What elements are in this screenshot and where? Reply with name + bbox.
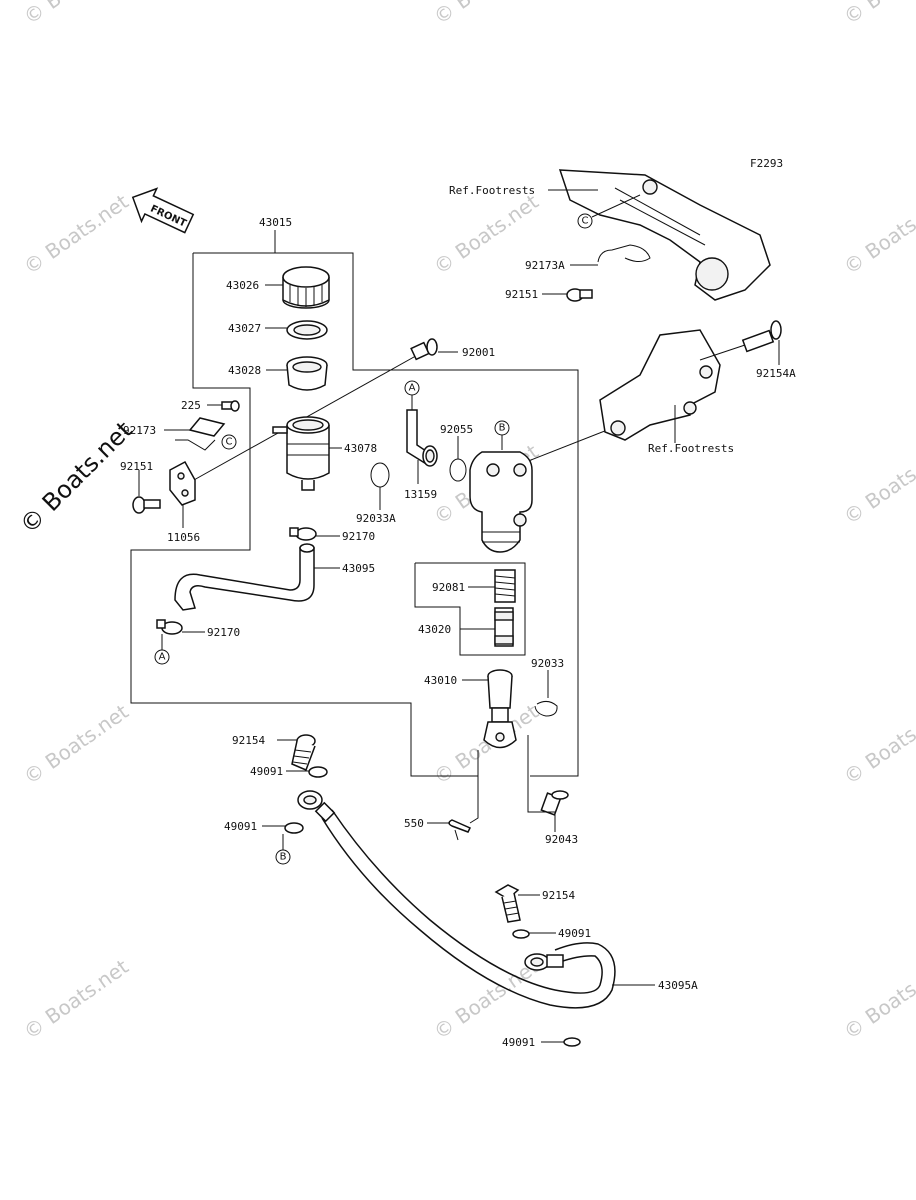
part-label-92170-lower: 92170 <box>207 626 240 639</box>
frame-footrest-bracket-lower <box>599 329 721 441</box>
part-label-550: 550 <box>404 817 424 830</box>
reservoir-body <box>272 416 330 491</box>
svg-text:© Boats.net: © Boats.net <box>839 954 916 1044</box>
front-arrow-icon: FRONT <box>131 187 195 234</box>
part-label-43015: 43015 <box>259 216 292 229</box>
part-label-92033A: 92033A <box>356 512 396 525</box>
circlip-92033 <box>534 700 558 717</box>
banjo-bolt-92154-lower <box>494 884 521 923</box>
part-label-43078: 43078 <box>344 442 377 455</box>
svg-text:© Boats.net: © Boats.net <box>19 699 133 789</box>
callout-c-right: C <box>577 213 593 229</box>
diaphragm-plate <box>286 320 328 340</box>
part-label-49091-4: 49091 <box>502 1036 535 1049</box>
callout-a-upper: A <box>404 380 420 396</box>
clamp-92173A <box>597 244 651 263</box>
part-label-43026: 43026 <box>226 279 259 292</box>
svg-text:B: B <box>499 423 506 434</box>
ref-footrests-upper: Ref.Footrests <box>449 184 535 197</box>
part-label-43095: 43095 <box>342 562 375 575</box>
part-label-92170-upper: 92170 <box>342 530 375 543</box>
master-cylinder-body <box>469 451 533 553</box>
svg-text:© Boats.net: © Boats.net <box>19 189 133 279</box>
svg-text:© Boats.net: © Boats.net <box>19 954 133 1044</box>
inner-box-piston-kit <box>414 562 526 656</box>
part-label-49091-1: 49091 <box>250 765 283 778</box>
part-label-92173: 92173 <box>123 424 156 437</box>
washer-49091-2 <box>284 822 304 834</box>
part-label-92081: 92081 <box>432 581 465 594</box>
banjo-fitting-lower <box>524 953 564 971</box>
washer-49091-4 <box>563 1037 581 1047</box>
part-label-92154-upper: 92154 <box>232 734 265 747</box>
callout-b-upper: B <box>494 420 510 436</box>
svg-text:© Boats.net: © Boats.net <box>839 439 916 529</box>
part-label-92151-right: 92151 <box>505 288 538 301</box>
banjo-bolt-92154-upper <box>291 734 316 771</box>
svg-text:A: A <box>409 383 416 394</box>
clamp-92173 <box>175 417 226 451</box>
part-label-49091-3: 49091 <box>558 927 591 940</box>
diaphragm <box>286 356 328 391</box>
o-ring-92055 <box>449 458 467 482</box>
callout-a-lower: A <box>154 649 170 665</box>
part-label-13159: 13159 <box>404 488 437 501</box>
pin-92043 <box>540 790 569 816</box>
hose-clip-92170-lower <box>156 619 183 635</box>
banjo-fitting-upper <box>297 790 336 823</box>
part-label-92154A: 92154A <box>756 367 796 380</box>
bolt-92151-left <box>132 496 161 514</box>
part-label-92173A: 92173A <box>525 259 565 272</box>
svg-text:© Boats.net: © Boats.net <box>429 954 543 1044</box>
svg-text:© Boats.net: © Boats.net <box>839 699 916 789</box>
screw-225 <box>221 400 240 412</box>
hose-43095 <box>174 543 315 611</box>
hose-clip-92170-upper <box>289 527 317 541</box>
part-label-92001: 92001 <box>462 346 495 359</box>
figure-code: F2293 <box>750 157 783 170</box>
part-label-49091-2: 49091 <box>224 820 257 833</box>
bolt-92151-right <box>566 288 593 302</box>
svg-text:B: B <box>280 852 287 863</box>
part-label-225: 225 <box>181 399 201 412</box>
cotter-pin-550 <box>448 819 472 841</box>
bracket-11056 <box>169 460 196 506</box>
side-watermark: © Boats.net <box>14 416 137 539</box>
bolt-92001 <box>410 338 438 361</box>
spring-92081 <box>494 569 516 603</box>
push-rod-43010 <box>483 669 517 749</box>
part-label-43020: 43020 <box>418 623 451 636</box>
svg-text:C: C <box>226 437 233 448</box>
part-label-92033: 92033 <box>531 657 564 670</box>
svg-text:C: C <box>582 216 589 227</box>
reservoir-cap <box>282 266 330 309</box>
bolt-92154A <box>741 320 782 353</box>
washer-49091-3 <box>512 929 530 939</box>
svg-text:© Boats.net: © Boats.net <box>429 0 543 29</box>
ref-footrests-lower: Ref.Footrests <box>648 442 734 455</box>
washer-49091-1 <box>308 766 328 778</box>
part-label-92043: 92043 <box>545 833 578 846</box>
part-label-92154-lower: 92154 <box>542 889 575 902</box>
part-label-11056: 11056 <box>167 531 200 544</box>
part-label-92151-left: 92151 <box>120 460 153 473</box>
svg-text:© Boats.net: © Boats.net <box>839 0 916 29</box>
part-label-43027: 43027 <box>228 322 261 335</box>
hose-43095A <box>321 809 616 1009</box>
svg-text:© Boats.net: © Boats.net <box>839 189 916 279</box>
piston-43020 <box>494 607 514 647</box>
callout-b-lower: B <box>275 849 291 865</box>
frame-footrest-bracket-upper <box>558 169 771 301</box>
svg-text:A: A <box>159 652 166 663</box>
part-label-92055: 92055 <box>440 423 473 436</box>
part-label-43095A: 43095A <box>658 979 698 992</box>
part-label-43010: 43010 <box>424 674 457 687</box>
part-label-43028: 43028 <box>228 364 261 377</box>
circlip-92033A <box>370 462 390 488</box>
callout-c-left: C <box>221 434 237 450</box>
elbow-fitting-13159 <box>406 409 438 467</box>
assembly-outline-43015 <box>130 230 579 777</box>
svg-text:© Boats.net: © Boats.net <box>19 0 133 29</box>
